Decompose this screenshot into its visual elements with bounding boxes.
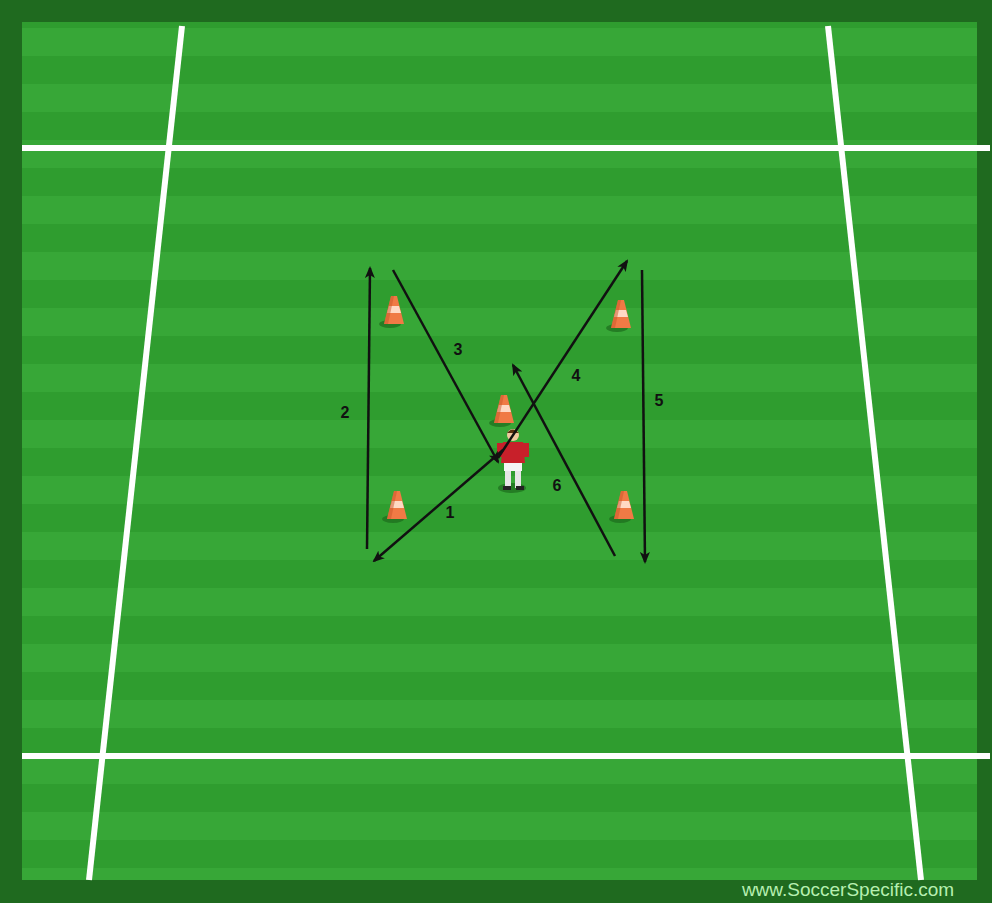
callout-number: 2 — [341, 405, 350, 421]
callout-number: 1 — [446, 505, 455, 521]
callout-number: 5 — [655, 393, 664, 409]
player — [497, 429, 529, 493]
callout-number: 4 — [572, 368, 581, 384]
callout-number: 6 — [553, 478, 562, 494]
cones — [379, 296, 634, 523]
pitch-lines — [22, 26, 990, 880]
watermark: www.SoccerSpecific.com — [742, 880, 954, 899]
callout-number: 3 — [454, 342, 463, 358]
run-arrows — [367, 261, 645, 562]
